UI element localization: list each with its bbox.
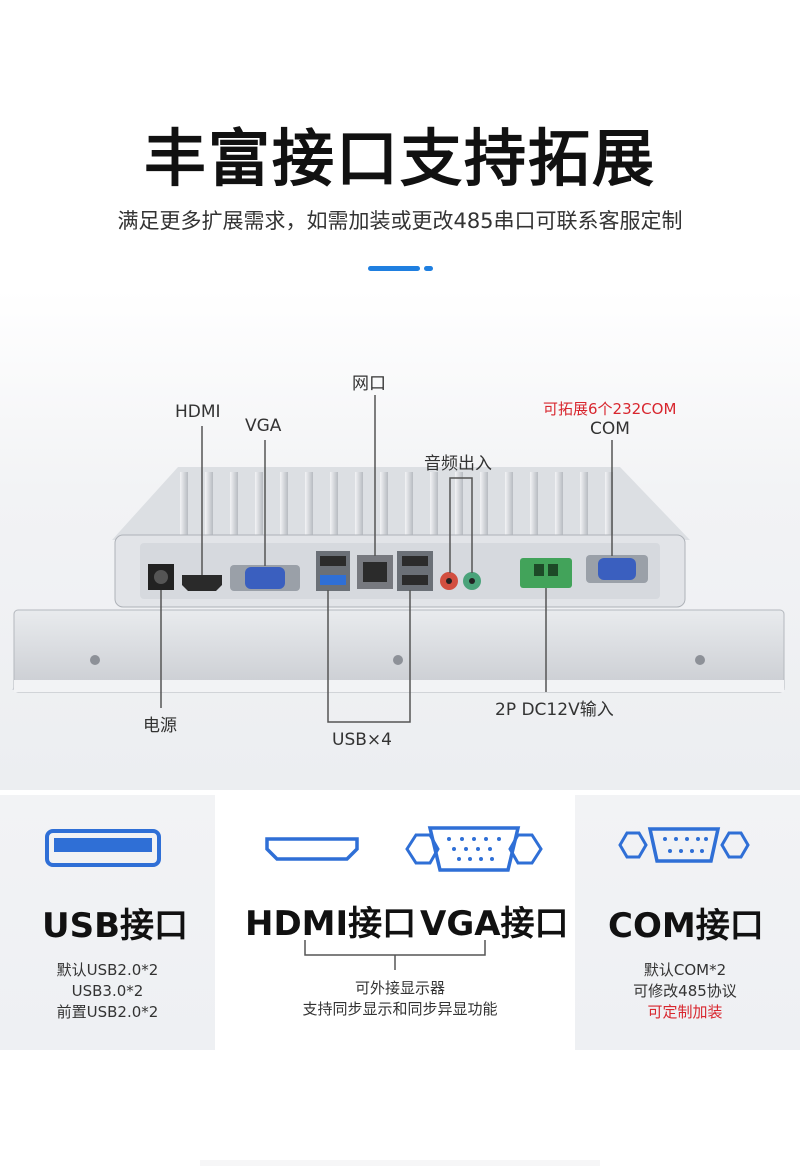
display-line: 支持同步显示和同步异显功能 [302, 1000, 498, 1018]
usb-card [0, 795, 215, 1050]
screw [393, 655, 403, 665]
hdmi-icon [265, 837, 359, 861]
screw [90, 655, 100, 665]
frame-edge [14, 680, 784, 692]
label-hdmi: HDMI [175, 402, 221, 422]
accent-divider [368, 266, 420, 271]
screw [695, 655, 705, 665]
dc-terminal [520, 558, 572, 588]
usb-line: 默认USB2.0*2 [56, 961, 159, 979]
label-network: 网口 [352, 374, 386, 394]
bottom-divider [200, 1160, 600, 1166]
usb-details: 默认USB2.0*2 USB3.0*2 前置USB2.0*2 [20, 960, 195, 1023]
page-subtitle: 满足更多扩展需求，如需加装或更改485串口可联系客服定制 [117, 209, 683, 233]
com-details: 默认COM*2 可修改485协议 可定制加装 [590, 960, 780, 1023]
usb-icon [45, 829, 161, 867]
usb-title: USB接口 [42, 906, 189, 946]
callout-lines [160, 395, 613, 723]
hdmi-port [182, 575, 222, 591]
label-com-expansion: 可拓展6个232COM [543, 400, 677, 418]
label-usb: USB×4 [332, 730, 392, 750]
display-details: 可外接显示器 支持同步显示和同步异显功能 [245, 978, 555, 1020]
label-vga: VGA [245, 416, 282, 436]
com-line: 默认COM*2 [643, 961, 727, 979]
com-line: 可修改485协议 [633, 982, 737, 1000]
label-dc: 2P DC12V输入 [495, 700, 614, 720]
heat-sink-fins [180, 472, 613, 538]
accent-divider-dot [424, 266, 433, 271]
vga-title: VGA接口 [420, 904, 569, 944]
hdmi-title: HDMI接口 [245, 904, 417, 944]
label-power: 电源 [143, 716, 177, 736]
label-com: COM [590, 419, 630, 439]
com-icon [618, 827, 750, 863]
com-title: COM接口 [608, 906, 764, 946]
usb-line: USB3.0*2 [71, 982, 144, 1000]
label-audio: 音频出入 [424, 454, 492, 474]
com-highlight: 可定制加装 [647, 1003, 723, 1021]
display-bracket [304, 940, 486, 970]
usb-line: 前置USB2.0*2 [56, 1003, 159, 1021]
display-line: 可外接显示器 [354, 979, 445, 997]
page-title: 丰富接口支持拓展 [143, 122, 656, 195]
panel-pc-rear-view [12, 395, 785, 723]
heat-sink [112, 467, 690, 540]
vga-icon [405, 826, 543, 872]
front-frame [13, 609, 785, 693]
